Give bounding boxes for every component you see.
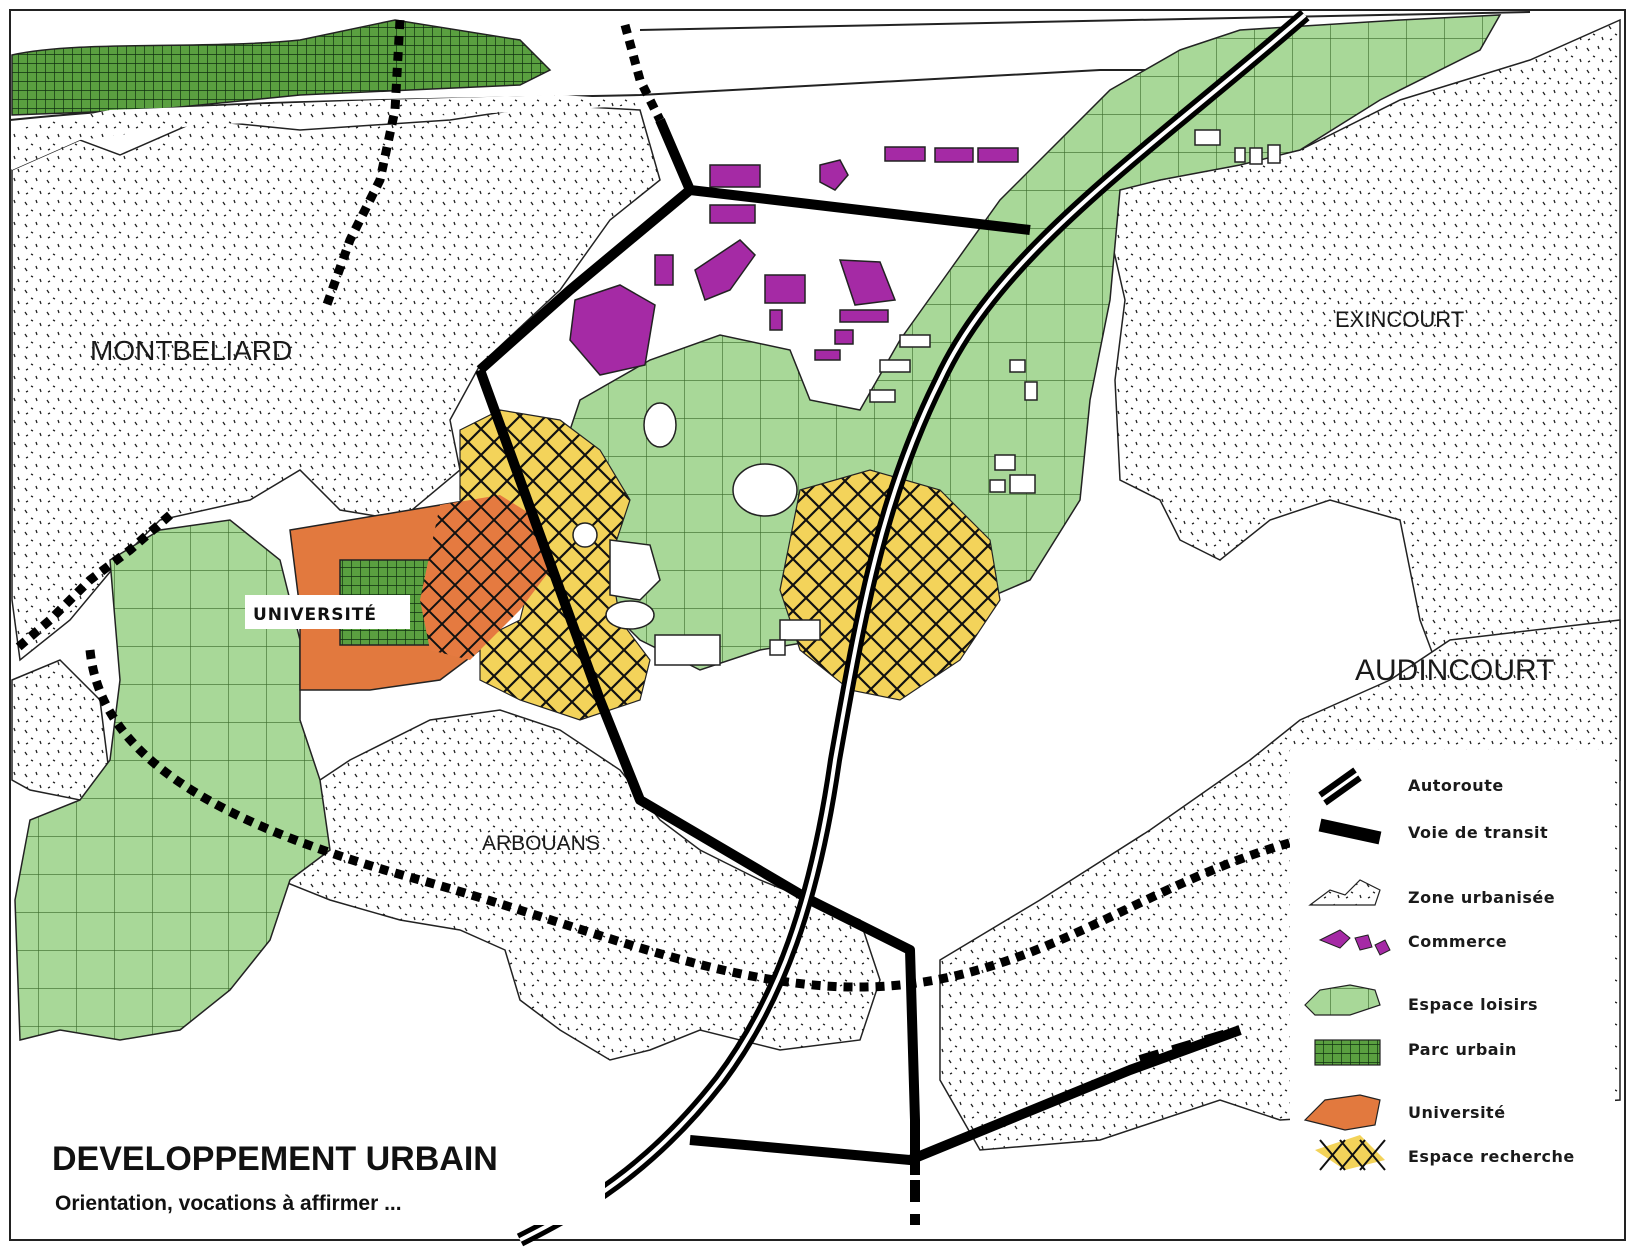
legend-box bbox=[1290, 750, 1615, 1200]
autoroute-symbol bbox=[1318, 767, 1362, 806]
label-universite: UNIVERSITÉ bbox=[253, 603, 377, 625]
map-title: DEVELOPPEMENT URBAIN bbox=[52, 1140, 498, 1178]
legend-item-espace-recherche: Espace recherche bbox=[1315, 1135, 1575, 1171]
railway-lines bbox=[12, 19, 1601, 992]
map-subtitle: Orientation, vocations à affirmer ... bbox=[55, 1192, 402, 1215]
urban-zone-montbeliard-upper bbox=[12, 95, 640, 170]
label-arbouans: ARBOUANS bbox=[482, 832, 600, 855]
label-exincourt: EXINCOURT bbox=[1335, 307, 1464, 332]
legend: Autoroute Voie de transit Zone urbanisée… bbox=[1290, 750, 1615, 1200]
legend-item-voie-transit: Voie de transit bbox=[1318, 818, 1548, 845]
legend-label-espace-recherche: Espace recherche bbox=[1408, 1147, 1575, 1166]
transit-symbol bbox=[1318, 818, 1382, 845]
legend-item-parc-urbain: Parc urbain bbox=[1314, 1039, 1517, 1066]
leisure-zone-west bbox=[14, 519, 331, 1041]
legend-label-voie-transit: Voie de transit bbox=[1408, 823, 1548, 842]
river-bank bbox=[639, 11, 1531, 31]
legend-item-autoroute: Autoroute bbox=[1318, 767, 1504, 806]
legend-label-autoroute: Autoroute bbox=[1408, 776, 1504, 795]
urban-zone-arbouans bbox=[279, 709, 881, 1061]
urban-symbol bbox=[1308, 879, 1381, 906]
legend-item-commerce: Commerce bbox=[1318, 929, 1507, 956]
legend-label-zone-urbanisee: Zone urbanisée bbox=[1408, 888, 1555, 907]
parc-symbol bbox=[1314, 1039, 1381, 1066]
universite-symbol bbox=[1303, 1094, 1381, 1131]
legend-item-zone-urbanisee: Zone urbanisée bbox=[1308, 879, 1555, 907]
other-buildings bbox=[572, 129, 1281, 666]
commerce-symbol bbox=[1318, 929, 1391, 956]
legend-label-parc-urbain: Parc urbain bbox=[1408, 1040, 1517, 1059]
label-montbeliard: MONTBELIARD bbox=[90, 335, 292, 366]
legend-label-espace-loisirs: Espace loisirs bbox=[1408, 995, 1538, 1014]
park-strip-top bbox=[11, 19, 552, 116]
legend-item-espace-loisirs: Espace loisirs bbox=[1304, 984, 1538, 1016]
universite-label-box bbox=[245, 595, 410, 629]
label-audincourt: AUDINCOURT bbox=[1355, 654, 1554, 687]
title-box bbox=[40, 1115, 605, 1225]
loisirs-symbol bbox=[1304, 984, 1381, 1016]
urban-zone-exincourt bbox=[1099, 18, 1621, 781]
legend-label-universite: Université bbox=[1408, 1103, 1506, 1122]
transit-roads bbox=[475, 118, 1242, 1225]
legend-label-commerce: Commerce bbox=[1408, 932, 1507, 951]
research-zone-univ bbox=[420, 495, 550, 660]
motorway bbox=[516, 9, 1310, 1247]
legend-item-universite: Université bbox=[1303, 1094, 1506, 1131]
commerce-buildings bbox=[569, 146, 1019, 376]
recherche-cross-icon bbox=[1319, 1139, 1386, 1171]
